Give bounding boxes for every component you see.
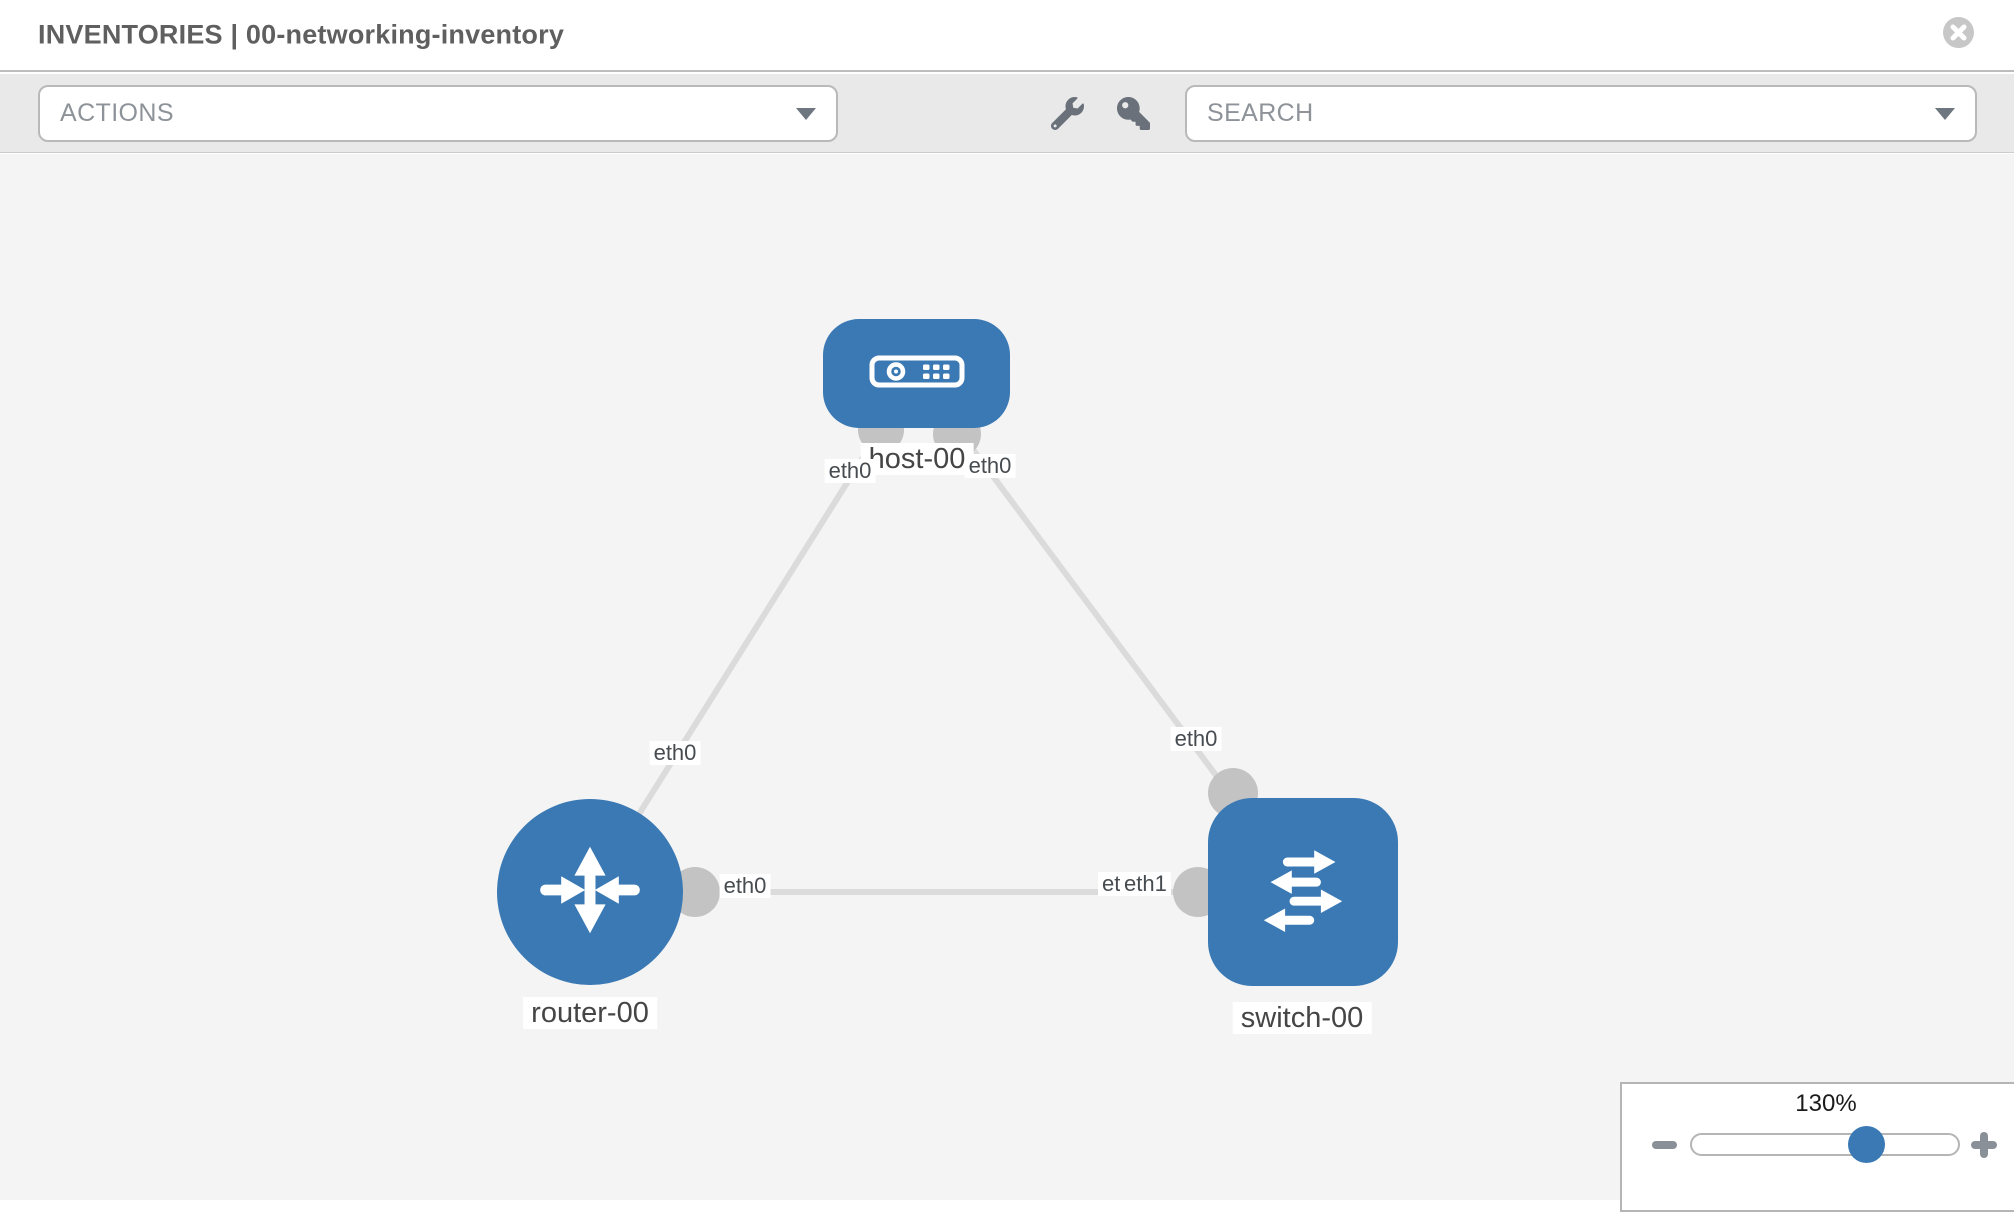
credentials-key-button[interactable]: [1110, 92, 1156, 138]
host-icon: [869, 355, 965, 393]
port-circles: [670, 407, 1258, 917]
node-label-router-00: router-00: [523, 997, 657, 1029]
page-title: INVENTORIES | 00-networking-inventory: [38, 20, 564, 51]
configure-tools-button[interactable]: [1044, 92, 1090, 138]
zoom-slider[interactable]: [1690, 1133, 1960, 1156]
node-label-host-00: host-00: [861, 443, 974, 475]
router-icon: [530, 830, 650, 955]
zoom-out-button[interactable]: [1652, 1141, 1677, 1149]
node-host-00[interactable]: [823, 319, 1010, 428]
interface-label-host-eth0-switch-link: eth0: [965, 454, 1016, 478]
zoom-in-button[interactable]: [1971, 1132, 1997, 1158]
interface-label-router-eth0-switch-link: eth0: [720, 874, 771, 898]
interface-label-switch-eth1-router-link: eth1: [1120, 872, 1171, 896]
search-dropdown[interactable]: SEARCH: [1185, 85, 1977, 142]
chevron-down-icon: [1935, 108, 1955, 120]
close-icon: [1943, 36, 1974, 51]
zoom-slider-handle[interactable]: [1848, 1126, 1885, 1163]
chevron-down-icon: [796, 108, 816, 120]
interface-label-router-eth0-host-link: eth0: [650, 741, 701, 765]
header-bar: INVENTORIES | 00-networking-inventory: [0, 0, 2014, 72]
key-icon: [1117, 97, 1150, 133]
toolbar: ACTIONS SEARCH: [0, 74, 2014, 153]
wrench-icon: [1051, 97, 1084, 133]
interface-label-host-eth0-router-link: eth0: [825, 459, 876, 483]
actions-dropdown[interactable]: ACTIONS: [38, 85, 838, 142]
topology-canvas[interactable]: host-00 router-00 switch-00 eth0 eth0 et…: [0, 154, 2014, 1200]
zoom-level-value: 130%: [1795, 1090, 1856, 1118]
node-router-00[interactable]: [497, 799, 683, 985]
switch-icon: [1247, 834, 1359, 951]
close-button[interactable]: [1943, 17, 1974, 48]
zoom-control-panel: 130%: [1620, 1082, 2014, 1212]
interface-label-switch-eth0-host-link: eth0: [1171, 727, 1222, 751]
search-dropdown-label: SEARCH: [1207, 99, 1314, 128]
node-label-switch-00: switch-00: [1233, 1002, 1372, 1034]
node-switch-00[interactable]: [1208, 798, 1398, 986]
actions-dropdown-label: ACTIONS: [60, 99, 174, 128]
